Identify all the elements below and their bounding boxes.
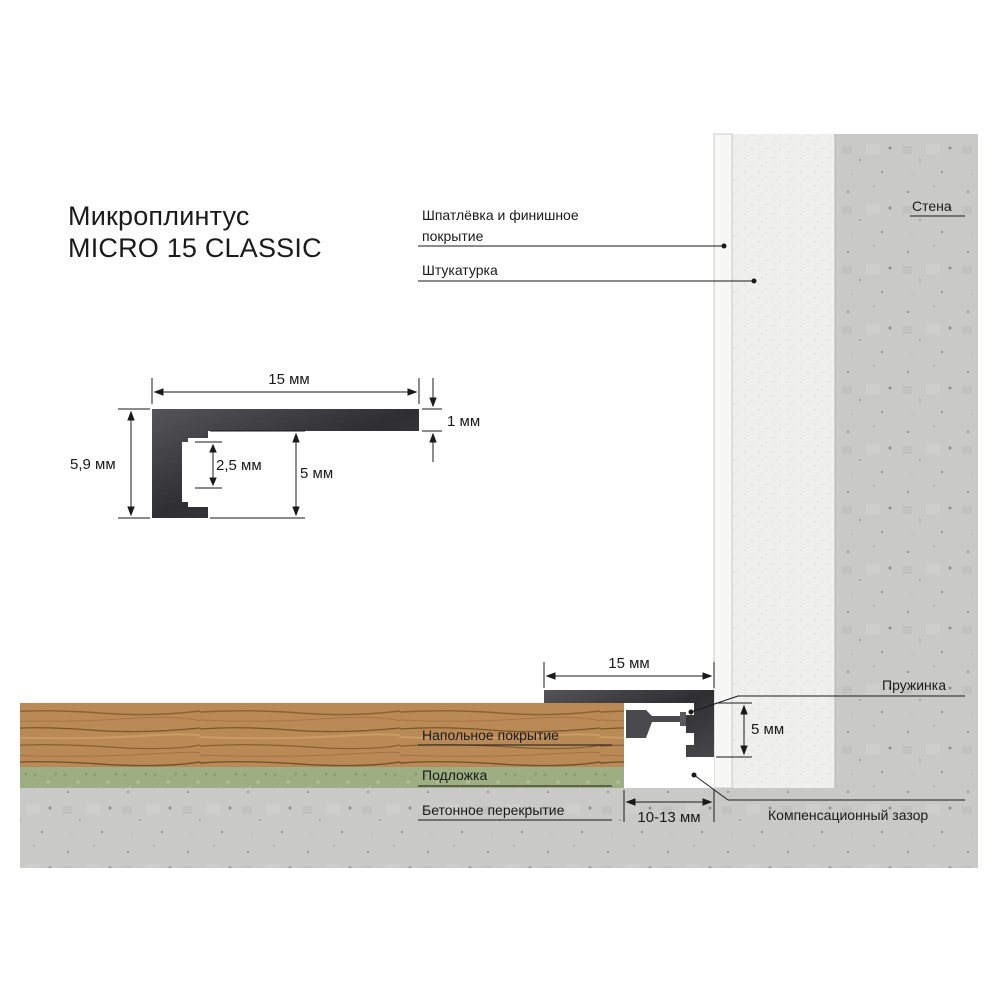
underlay-layer (20, 767, 624, 788)
title-line-2: MICRO 15 CLASSIC (68, 233, 322, 263)
profile-body-height-label: 5 мм (300, 465, 333, 482)
profile-total-height-label: 5,9 мм (70, 456, 116, 473)
spring-label: Пружинка (882, 677, 946, 693)
installed-width-label: 15 мм (608, 655, 649, 672)
diagram-title: Микроплинтус MICRO 15 CLASSIC (68, 200, 322, 264)
profile-dimension-lines (118, 378, 442, 519)
plaster-label: Штукатурка (422, 262, 498, 278)
baseboard-installed (544, 690, 714, 757)
finish-label: Шпатлёвка и финишное покрытие (422, 207, 583, 244)
installed-dimension-lines (543, 662, 752, 822)
profile-thickness-label: 1 мм (447, 413, 480, 430)
finish-label-line-2: покрытие (422, 228, 484, 244)
floor-covering (20, 703, 624, 767)
baseboard-profile-section (152, 409, 419, 518)
plaster-layer (732, 134, 835, 788)
concrete-slab (20, 788, 978, 868)
installed-height-label: 5 мм (751, 721, 784, 738)
gap-width-label: 10-13 мм (637, 809, 700, 826)
title-line-1: Микроплинтус (68, 201, 250, 231)
leader-dots (688, 243, 757, 778)
wall-label: Стена (912, 198, 952, 214)
concrete-slab-label: Бетонное перекрытие (422, 802, 565, 818)
floor-covering-label: Напольное покрытие (422, 727, 559, 743)
concrete-wall (835, 134, 978, 788)
expansion-gap-label: Компенсационный зазор (768, 807, 928, 823)
spring-clip (626, 710, 680, 738)
finish-layer (713, 133, 733, 789)
finish-label-line-1: Шпатлёвка и финишное (422, 207, 579, 223)
leader-lines (418, 215, 965, 821)
underlay-label: Подложка (422, 767, 487, 783)
profile-slot-height-label: 2,5 мм (216, 457, 262, 474)
profile-width-label: 15 мм (268, 371, 309, 388)
